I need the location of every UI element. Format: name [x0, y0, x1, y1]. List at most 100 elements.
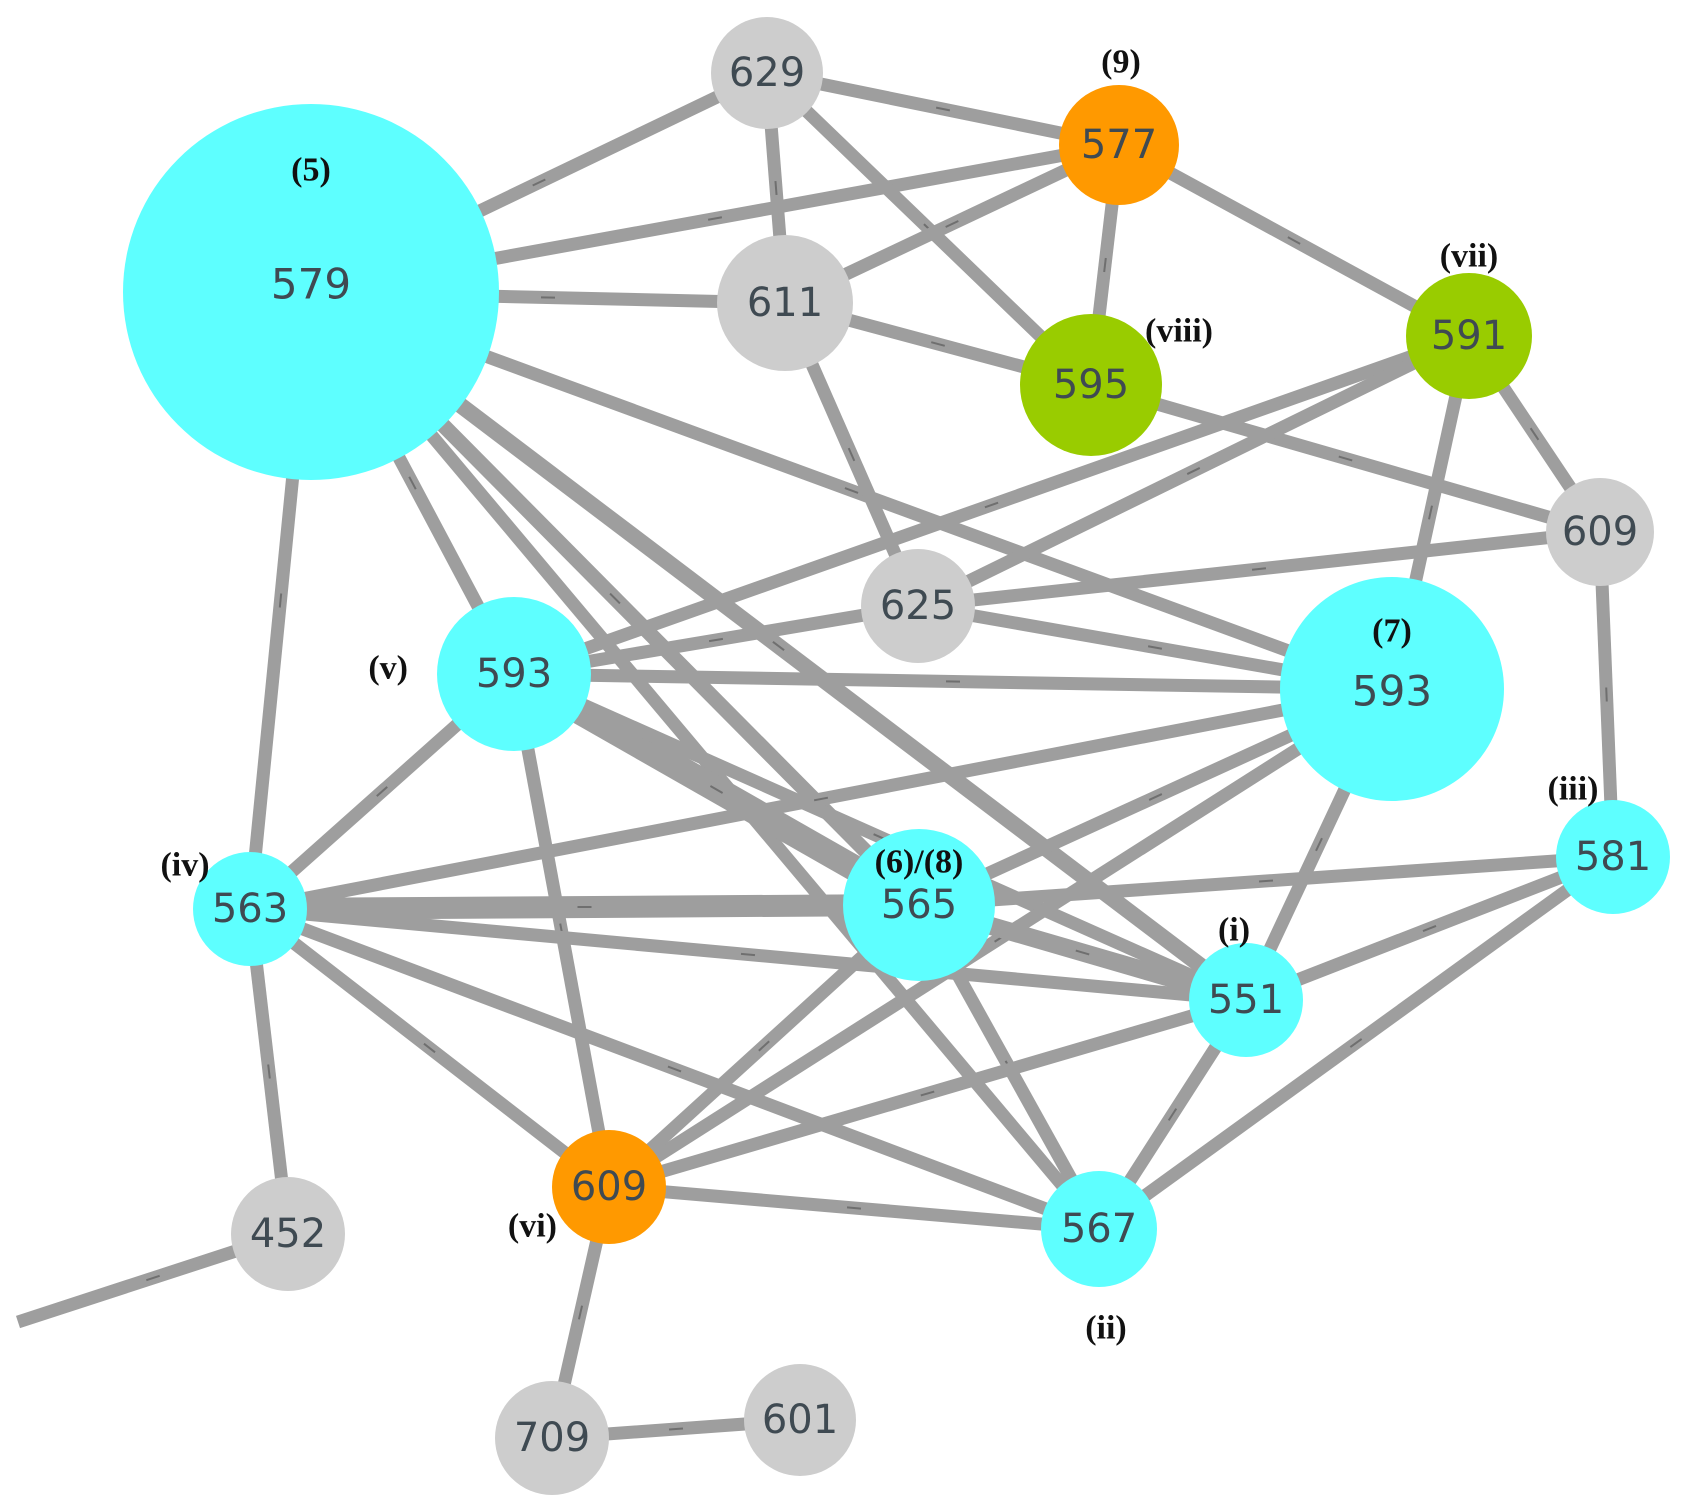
- edge-marker-n579-n593v: [408, 476, 417, 490]
- edge-marker-n452-edge_left: [146, 1274, 160, 1282]
- node-n609a: 609: [1546, 478, 1654, 586]
- node-circle: [1280, 577, 1504, 801]
- edge-marker-n609b-n709: [577, 1305, 584, 1320]
- edge-marker-n629-n611: [774, 180, 778, 196]
- node-label: 563: [212, 886, 288, 932]
- annotation-aiv: (iv): [160, 847, 209, 884]
- node-label: 601: [762, 1397, 838, 1443]
- edge-marker-n579-n551: [772, 640, 785, 652]
- node-label: 593: [1352, 667, 1432, 716]
- node-n595: 595: [1020, 314, 1162, 456]
- edge-marker-n551-n567: [1167, 1108, 1178, 1121]
- node-circle: [231, 1177, 345, 1291]
- edge-marker-n611-n595: [930, 341, 946, 347]
- node-n551: 551: [1189, 943, 1303, 1057]
- node-circle: [744, 1364, 856, 1476]
- node-circle: [1059, 85, 1179, 205]
- edge-marker-n563-n452: [267, 1064, 271, 1079]
- node-n625: 625: [861, 549, 975, 663]
- edge-marker-n577-n591: [1287, 236, 1301, 245]
- annotation-a5: (5): [291, 152, 331, 189]
- edge-marker-n579-n629: [532, 178, 546, 187]
- edge-marker-n609b-n567: [846, 1206, 862, 1210]
- edge-marker-n629-n577: [935, 106, 951, 112]
- annotation-avi: (vi): [508, 1208, 557, 1245]
- node-circle: [861, 549, 975, 663]
- edge-marker-n709-n601: [668, 1427, 684, 1431]
- edge-marker-n581-n551: [1422, 925, 1437, 932]
- node-label: 709: [514, 1415, 590, 1461]
- node-label: 452: [250, 1211, 326, 1257]
- node-label: 581: [1575, 834, 1651, 880]
- node-circle: [1406, 273, 1532, 399]
- edge-marker-n563-n567: [667, 1065, 682, 1073]
- edge-marker-n611-n625: [847, 447, 856, 462]
- node-circle: [1020, 314, 1162, 456]
- edge-marker-n595-n609a: [1338, 455, 1353, 462]
- node-label: 579: [271, 260, 351, 309]
- node-label: 565: [881, 882, 957, 928]
- node-label: 593: [476, 651, 552, 697]
- annotation-aviii: (viii): [1145, 313, 1213, 350]
- edge-marker-n563-n609b: [423, 1042, 436, 1054]
- node-circle: [495, 1381, 609, 1495]
- edge-marker-n565-n551: [1075, 949, 1090, 956]
- node-label: 609: [1562, 509, 1638, 555]
- node-n577: 577: [1059, 85, 1179, 205]
- node-n611: 611: [717, 235, 853, 371]
- edge-marker-n565-n581: [1258, 879, 1274, 883]
- edge-marker-n577-n595: [1103, 257, 1107, 273]
- node-n567: 567: [1041, 1171, 1157, 1287]
- nodes-layer: 579 629 577 611 595 591 609 625 593 593 563 565 581 5…: [123, 17, 1670, 1495]
- edge-marker-n591-n593v: [984, 501, 999, 509]
- node-label: 609: [571, 1164, 647, 1210]
- edge-marker-n581-n567: [1349, 1038, 1363, 1048]
- node-circle: [552, 1130, 666, 1244]
- node-circle: [193, 852, 307, 966]
- edge-marker-n609a-n581: [1605, 687, 1608, 702]
- node-label: 595: [1053, 362, 1129, 408]
- node-n709: 709: [495, 1381, 609, 1495]
- node-n609b: 609: [552, 1130, 666, 1244]
- edge-marker-n579-n577: [707, 216, 723, 221]
- node-n593v: 593: [437, 597, 591, 751]
- node-n579: 579: [123, 104, 499, 480]
- node-n452: 452: [231, 1177, 345, 1291]
- node-label: 625: [880, 583, 956, 629]
- node-circle: [123, 104, 499, 480]
- node-circle: [1189, 943, 1303, 1057]
- node-n601: 601: [744, 1364, 856, 1476]
- node-n593_7: 593: [1280, 577, 1504, 801]
- edge-marker-n593_7-n565: [1148, 793, 1163, 801]
- node-label: 577: [1081, 122, 1157, 168]
- node-n581: 581: [1556, 800, 1670, 914]
- node-label: 591: [1431, 313, 1507, 359]
- edge-marker-n579-n563: [278, 593, 283, 608]
- edge-marker-n609a-n625: [1251, 567, 1267, 571]
- node-circle: [1041, 1171, 1157, 1287]
- edge-marker-n551-n609b: [920, 1090, 935, 1097]
- edge-marker-n593_7-n551: [1315, 837, 1323, 852]
- edge-marker-n591-n625: [1186, 467, 1201, 475]
- node-n565: 565: [843, 829, 995, 981]
- edge-marker-n577-n611: [945, 220, 959, 228]
- annotation-a9: (9): [1101, 44, 1141, 81]
- node-n591: 591: [1406, 273, 1532, 399]
- node-label: 551: [1208, 977, 1284, 1023]
- node-circle: [1556, 800, 1670, 914]
- annotation-aii: (ii): [1085, 1310, 1127, 1347]
- edge-marker-n563-n551: [740, 952, 756, 957]
- node-label: 611: [747, 280, 823, 326]
- edge-marker-n579-n593_7: [844, 487, 859, 494]
- node-circle: [843, 829, 995, 981]
- annotation-aiii: (iii): [1548, 771, 1599, 808]
- edge-marker-n591-n593_7: [1428, 505, 1433, 520]
- node-n629: 629: [711, 17, 823, 129]
- annotation-avii: (vii): [1440, 238, 1499, 275]
- edge-marker-n579-n565: [609, 592, 621, 605]
- node-circle: [1546, 478, 1654, 586]
- annotations-layer: (5)(9)(vii)(viii)(7)(v)(iii)(iv)(6)/(8)(…: [160, 44, 1598, 1347]
- node-circle: [717, 235, 853, 371]
- annotation-a68: (6)/(8): [875, 844, 964, 881]
